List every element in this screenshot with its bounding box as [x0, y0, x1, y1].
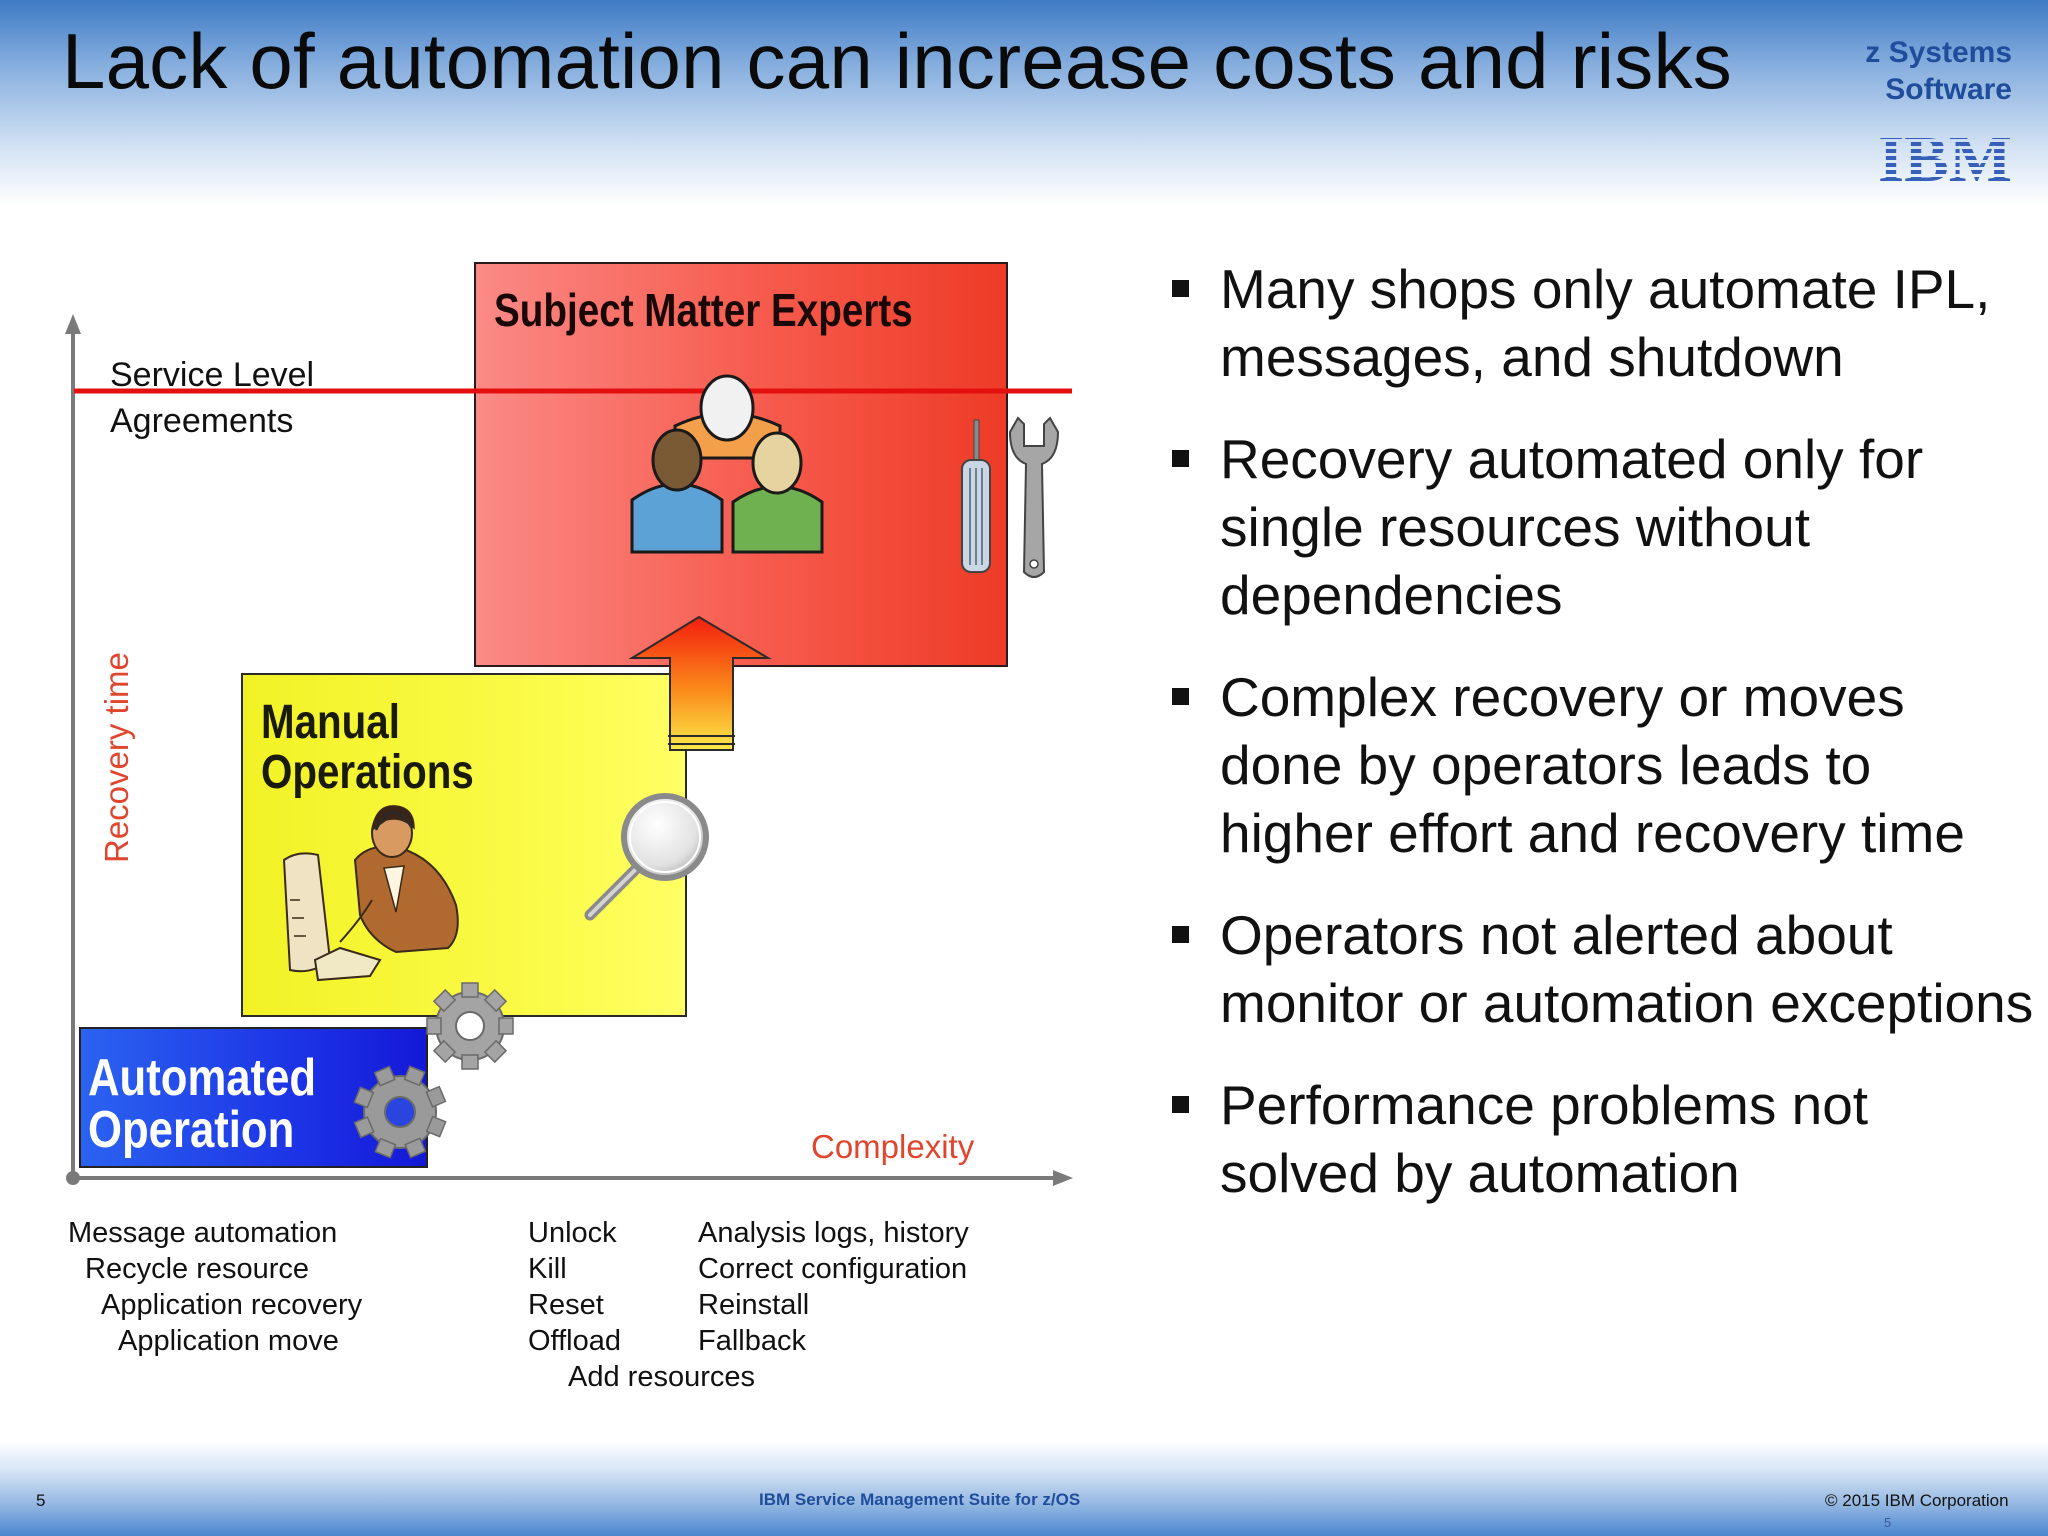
task-item: Fallback — [698, 1325, 806, 1357]
bullet-text: Performance problems not solved by autom… — [1220, 1074, 1869, 1204]
bullet-marker — [1172, 1096, 1189, 1113]
task-item: Analysis logs, history — [698, 1217, 969, 1249]
page-number-small: 5 — [1884, 1515, 1892, 1530]
bullet-marker — [1172, 688, 1189, 705]
task-item: Kill — [528, 1253, 567, 1285]
header-band — [0, 0, 2048, 205]
bullet-item: Many shops only automate IPL, messages, … — [1168, 255, 2038, 391]
magnifier-icon — [584, 793, 709, 921]
gears-icon — [353, 982, 514, 1159]
task-item: Offload — [528, 1325, 621, 1357]
bullet-marker — [1172, 280, 1189, 297]
up-arrow-icon — [628, 615, 772, 751]
bullet-list: Many shops only automate IPL, messages, … — [1168, 255, 2038, 1241]
task-item: Message automation — [68, 1217, 338, 1249]
brand-line-2: Software — [1885, 73, 2012, 106]
automated-operation-label: Automated Operation — [88, 1052, 316, 1156]
sme-label: Subject Matter Experts — [494, 284, 913, 336]
bullet-text: Operators not alerted about monitor or a… — [1220, 904, 2034, 1034]
task-item: Application recovery — [101, 1289, 363, 1321]
x-axis-label: Complexity — [811, 1128, 975, 1165]
ibm-logo: IBM — [1878, 126, 2012, 184]
bullet-item: Recovery automated only for single resou… — [1168, 425, 2038, 629]
sla-label-line-2: Agreements — [110, 402, 294, 440]
x-axis-arrowhead — [1053, 1170, 1073, 1186]
bullet-text: Complex recovery or moves done by operat… — [1220, 666, 1965, 864]
task-item: Unlock — [528, 1217, 617, 1249]
bullet-item: Complex recovery or moves done by operat… — [1168, 663, 2038, 867]
manual-label-line-2: Operations — [261, 746, 474, 800]
people-group-icon — [630, 374, 824, 554]
auto-label-line-1: Automated — [88, 1049, 317, 1107]
task-item: Add resources — [568, 1361, 755, 1393]
automation-diagram — [65, 262, 1073, 1186]
bullet-item: Operators not alerted about monitor or a… — [1168, 901, 2038, 1037]
expert-tasks-list: Analysis logs, history Correct configura… — [698, 1215, 969, 1359]
operator-icon — [282, 805, 459, 982]
automated-tasks-list: Message automation Recycle resource Appl… — [68, 1215, 362, 1359]
brand-line-1: z Systems — [1865, 36, 2012, 69]
bullet-text: Many shops only automate IPL, messages, … — [1220, 258, 1991, 388]
bullet-item: Performance problems not solved by autom… — [1168, 1071, 2038, 1207]
task-item: Application move — [118, 1325, 339, 1357]
screwdriver-icon — [961, 419, 991, 573]
task-item: Correct configuration — [698, 1253, 968, 1285]
sla-label-line-1: Service Level — [110, 356, 315, 394]
footer-product-name: IBM Service Management Suite for z/OS — [759, 1490, 1081, 1509]
copyright: © 2015 IBM Corporation — [1825, 1491, 2009, 1510]
brand-text: z Systems Software — [1752, 34, 2012, 108]
task-item: Recycle resource — [85, 1253, 310, 1285]
manual-extra-task: Add resources — [568, 1359, 755, 1395]
y-axis-arrowhead — [65, 314, 81, 334]
manual-label-line-1: Manual — [261, 696, 400, 749]
axis-origin — [66, 1171, 80, 1185]
ibm-logo-text: IBM — [1878, 126, 2012, 184]
bullet-marker — [1172, 450, 1189, 467]
manual-tasks-list: Unlock Kill Reset Offload — [528, 1215, 621, 1359]
y-axis-label: Recovery time — [98, 652, 135, 863]
task-item: Reinstall — [698, 1289, 810, 1321]
bullet-text: Recovery automated only for single resou… — [1220, 428, 1924, 626]
page-number: 5 — [36, 1491, 46, 1510]
sme-box — [474, 262, 1008, 667]
task-item: Reset — [528, 1289, 604, 1321]
slide-title: Lack of automation can increase costs an… — [62, 17, 1732, 105]
bullet-marker — [1172, 926, 1189, 943]
sla-label: Service Level Agreements — [110, 352, 314, 444]
footer-band — [0, 1440, 2048, 1536]
auto-label-line-2: Operation — [88, 1101, 295, 1159]
manual-operations-label: Manual Operations — [261, 696, 474, 800]
wrench-icon — [1008, 416, 1060, 578]
